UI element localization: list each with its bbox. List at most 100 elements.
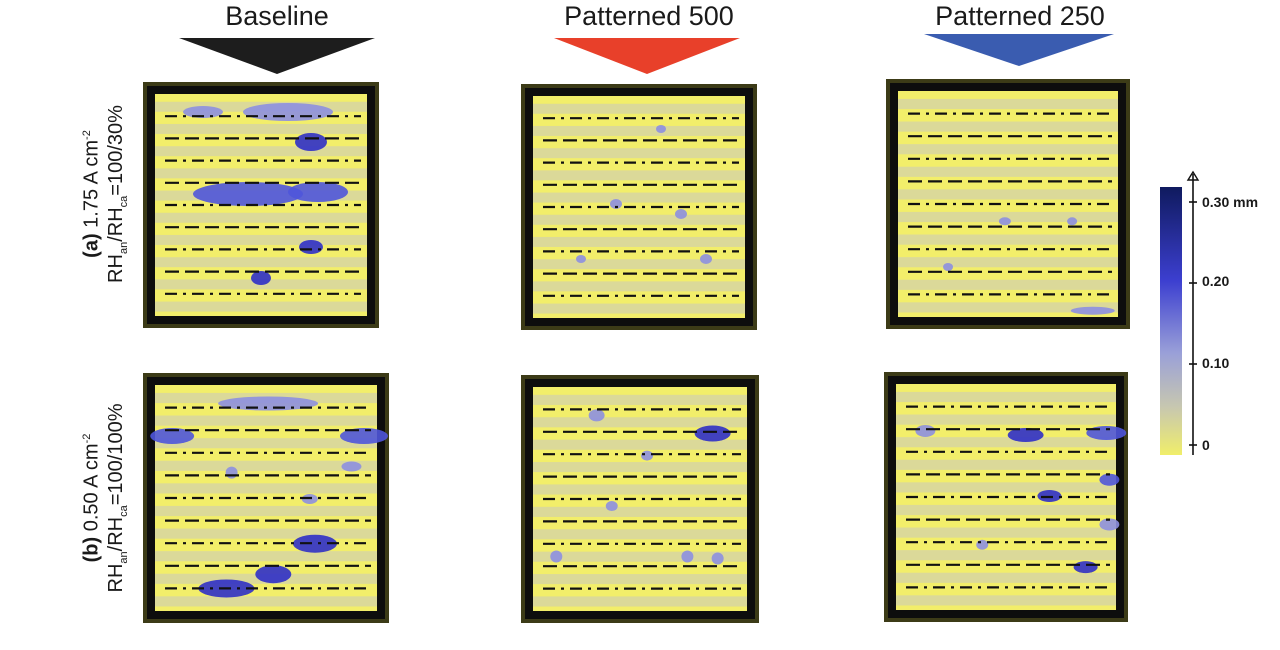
panel-b-baseline	[143, 373, 389, 623]
channel-band	[898, 144, 1118, 155]
water-droplet	[550, 550, 563, 563]
patterned-500-triangle	[554, 38, 740, 74]
water-droplet	[339, 428, 388, 445]
channel-band	[533, 596, 747, 607]
row-a-rh-value: =100/30%	[104, 105, 127, 196]
channel-band	[155, 234, 367, 245]
row-b-rh-an: RH	[104, 563, 127, 593]
column-title-baseline: Baseline	[225, 1, 329, 31]
patterned-250-marker-icon	[924, 34, 1114, 66]
water-droplet	[694, 425, 731, 442]
water-droplet	[183, 106, 223, 118]
channel-band	[155, 596, 377, 607]
channel-band	[896, 482, 1116, 493]
panel-a-baseline	[143, 82, 379, 328]
water-droplet	[193, 182, 303, 206]
baseline-triangle	[179, 38, 375, 74]
water-droplet	[1099, 518, 1120, 531]
panel-a-patterned-500	[521, 84, 757, 330]
channel-band	[896, 550, 1116, 561]
baseline-marker-icon	[179, 38, 375, 74]
water-droplet	[1086, 425, 1127, 440]
channel-band	[533, 236, 745, 247]
water-droplet	[681, 550, 694, 563]
row-a-rh-an-sub: an	[117, 241, 130, 255]
channel-band	[533, 214, 745, 225]
row-b-rh-an-sub: an	[117, 551, 130, 564]
channel-band	[155, 168, 367, 179]
water-droplet	[1073, 561, 1098, 574]
channel-band	[533, 125, 745, 136]
water-droplet	[1099, 473, 1120, 486]
channel-band	[898, 98, 1118, 110]
scale-bar-graphic	[1160, 170, 1200, 455]
row-b-rh-ca-sub: ca	[117, 505, 130, 517]
panel-b-patterned-500	[521, 375, 759, 623]
channel-band	[533, 417, 747, 428]
row-b-current-value: 0.50 A cm	[80, 443, 103, 532]
row-a-current-exp: -2	[81, 130, 93, 140]
scale-axis-arrow-icon	[1186, 170, 1200, 181]
water-droplet	[656, 125, 666, 133]
water-droplet	[915, 424, 936, 437]
water-droplet	[288, 182, 348, 202]
row-b-humidity: RHan/RHca=100/100%	[104, 368, 136, 628]
row-a-current-value: 1.75 A cm	[80, 139, 103, 228]
row-a-rh-sep: /RH	[104, 207, 127, 242]
channel-band	[155, 123, 367, 134]
channel-band	[155, 415, 377, 426]
channel-band	[155, 483, 377, 494]
channel-band	[533, 281, 745, 292]
scale-label-020: 0.20	[1202, 273, 1230, 289]
channel-band	[533, 574, 747, 585]
row-a-rh-an: RH	[104, 254, 127, 283]
row-a-tag: (a)	[80, 233, 103, 258]
panel-a-patterned-250	[886, 79, 1130, 329]
water-droplet	[1007, 428, 1044, 443]
channel-band	[533, 551, 747, 562]
water-droplet	[610, 199, 622, 209]
channel-band	[155, 438, 377, 449]
channel-band	[155, 257, 367, 268]
scale-gradient	[1160, 187, 1182, 455]
water-droplet	[588, 409, 605, 422]
water-droplet	[641, 450, 654, 461]
water-droplet	[605, 501, 618, 512]
row-b-rh-value: =100/100%	[104, 403, 127, 506]
water-droplet	[150, 428, 195, 445]
row-b-rh-sep: /RH	[104, 516, 127, 552]
channel-band	[155, 528, 377, 539]
row-b-current: (b) 0.50 A cm-2	[75, 368, 104, 628]
channel-band	[898, 121, 1118, 132]
channel-band	[896, 459, 1116, 470]
channel-band	[898, 211, 1118, 223]
water-droplet	[225, 466, 238, 479]
channel-band	[896, 504, 1116, 516]
patterned-500-marker-icon	[554, 38, 740, 74]
channel-band	[155, 505, 377, 517]
channel-band	[155, 460, 377, 471]
channel-band	[155, 212, 367, 223]
channel-band	[155, 551, 377, 562]
patterned-250-triangle	[924, 34, 1114, 66]
channel-band	[533, 259, 745, 270]
channel-band	[896, 572, 1116, 583]
scale-label-030: 0.30 mm	[1202, 194, 1259, 210]
channel-band	[533, 394, 747, 405]
channel-band	[533, 462, 747, 473]
panel-b-patterned-250	[884, 372, 1128, 622]
scale-label-010: 0.10	[1202, 355, 1230, 371]
channel-band	[533, 148, 745, 159]
water-droplet	[295, 133, 327, 151]
channel-band	[155, 301, 367, 312]
water-droplet	[292, 534, 337, 553]
channel-band	[898, 234, 1118, 245]
row-a-rh-ca-sub: ca	[117, 195, 130, 208]
channel-band	[533, 103, 745, 114]
water-droplet	[341, 461, 362, 472]
channel-band	[896, 437, 1116, 448]
channel-band	[898, 279, 1118, 290]
water-droplet	[243, 103, 333, 121]
channel-band	[533, 192, 745, 203]
water-droplet	[943, 263, 954, 272]
